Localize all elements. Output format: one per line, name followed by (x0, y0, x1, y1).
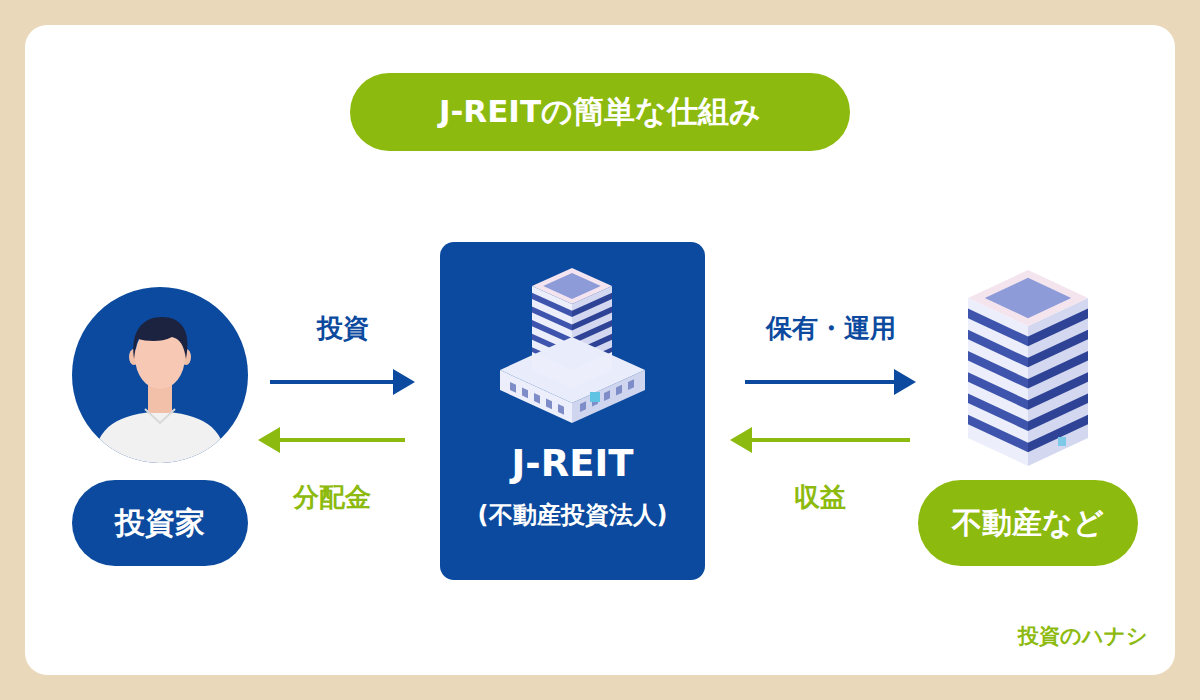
investor-pill: 投資家 (72, 480, 248, 566)
base-window (558, 404, 564, 415)
flow-arrow (270, 369, 415, 395)
base-window (510, 382, 516, 393)
arrow-shaft (745, 380, 896, 384)
building-face (532, 352, 612, 388)
collar (145, 409, 175, 423)
window-band (968, 415, 1028, 453)
arrow-head (894, 369, 916, 395)
edge-label: 投資 (313, 311, 373, 346)
hair (133, 317, 187, 359)
building-roof (985, 278, 1071, 318)
base-window (604, 390, 610, 401)
reit-name: J-REIT (512, 442, 634, 485)
arrow-head (258, 427, 280, 453)
edge-label: 収益 (790, 480, 850, 515)
building-roof (543, 273, 601, 299)
title-pill: J-REITの簡単な仕組み (350, 73, 850, 151)
base-window (628, 379, 634, 390)
edge-label: 分配金 (289, 480, 375, 515)
arrow-head (730, 427, 752, 453)
reit-subtitle: (不動産投資法人) (478, 499, 668, 531)
real-estate-pill: 不動産など (918, 480, 1138, 566)
base-window (534, 393, 540, 404)
building-illustration (440, 242, 705, 580)
base-window (546, 399, 552, 410)
flow-arrow (745, 369, 916, 395)
arrow-shaft (270, 380, 395, 384)
door (1058, 437, 1066, 446)
reit-box: J-REIT (不動産投資法人) (440, 242, 705, 580)
building-face (968, 298, 1028, 466)
investor-group: 投資家 (52, 287, 268, 568)
arrow-shaft (750, 438, 910, 442)
shirt (92, 411, 228, 477)
building-base (500, 337, 645, 403)
building-roof (532, 268, 612, 304)
building-face (1028, 298, 1088, 466)
building-roof (968, 270, 1088, 326)
arrow-head (393, 369, 415, 395)
edge-label: 保有・運用 (762, 311, 900, 346)
arrow-shaft (278, 438, 405, 442)
flow-arrow (730, 427, 910, 453)
base-window (580, 401, 586, 412)
window-band (1028, 415, 1088, 453)
door (590, 392, 600, 402)
base-window (616, 385, 622, 396)
flow-arrow (258, 427, 405, 453)
watermark: 投資のハナシ (1018, 622, 1148, 650)
base-window (522, 388, 528, 399)
real-estate-group: 不動産など (918, 265, 1138, 568)
